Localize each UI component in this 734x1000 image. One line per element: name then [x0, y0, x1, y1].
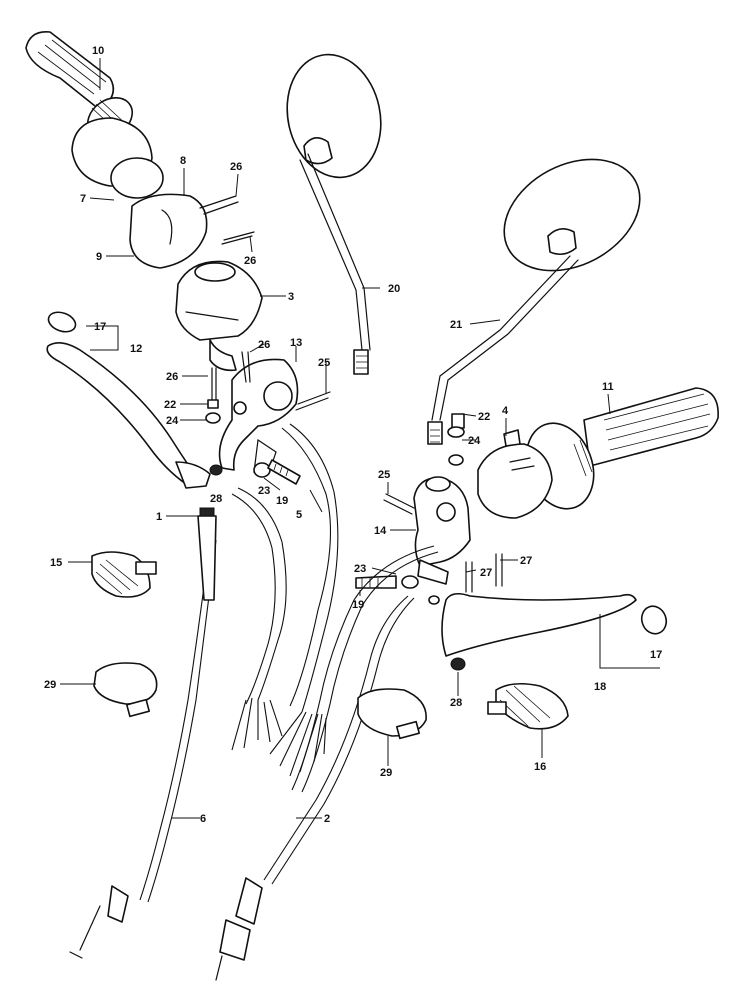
- callout-10: 10: [92, 45, 104, 57]
- left-switch-housing-part: [175, 260, 263, 372]
- callout-24-a: 24: [166, 415, 179, 427]
- clutch-lever-part: [46, 311, 211, 489]
- throttle-housing-part: [71, 117, 208, 269]
- callout-18: 18: [594, 681, 606, 693]
- bolt-19-left: [267, 459, 301, 485]
- callout-28-a: 28: [210, 493, 222, 505]
- callout-2: 2: [324, 813, 330, 825]
- cable-band-29-right: [357, 688, 427, 740]
- callout-26-b: 26: [244, 255, 256, 267]
- callout-3: 3: [288, 291, 294, 303]
- callout-13: 13: [290, 337, 302, 349]
- callout-15: 15: [50, 557, 62, 569]
- nut-28-right: [450, 657, 466, 671]
- callout-27-b: 27: [520, 555, 532, 567]
- callout-25-b: 25: [378, 469, 390, 481]
- callout-22-b: 22: [478, 411, 490, 423]
- callout-19-a: 19: [276, 495, 288, 507]
- washer-group-right: [447, 413, 465, 466]
- switch-unit-15: [91, 551, 157, 598]
- screw-25-right: [383, 493, 415, 515]
- brake-lever-part: [441, 592, 668, 657]
- cable-band-29-left: [93, 662, 158, 718]
- callout-16: 16: [534, 761, 546, 773]
- callout-20: 20: [388, 283, 400, 295]
- callout-labels: 10 7 8 9 26 26 3 17 12 26 13 25 26 22 24…: [44, 45, 662, 825]
- callout-8: 8: [180, 155, 186, 167]
- callout-4: 4: [502, 405, 509, 417]
- callout-22-a: 22: [164, 399, 176, 411]
- callout-6: 6: [200, 813, 206, 825]
- right-switch-housing-part: [477, 429, 553, 519]
- screw-27-group: [465, 553, 503, 593]
- clutch-lever-bracket-part: [218, 358, 299, 473]
- callout-23-a: 23: [258, 485, 270, 497]
- callout-14: 14: [374, 525, 387, 537]
- cable-6-ends: [69, 885, 129, 959]
- callout-29-b: 29: [380, 767, 392, 779]
- left-mirror-part: [286, 53, 382, 375]
- callout-26-c: 26: [258, 339, 270, 351]
- callout-17-a: 17: [94, 321, 106, 333]
- callout-9: 9: [96, 251, 102, 263]
- washer-group-left: [205, 399, 271, 478]
- callout-17-b: 17: [650, 649, 662, 661]
- callout-21: 21: [450, 319, 462, 331]
- screw-25-left: [295, 391, 331, 411]
- callout-11: 11: [602, 381, 614, 393]
- callout-12: 12: [130, 343, 142, 355]
- callout-19-b: 19: [352, 599, 364, 611]
- cable-1-adjuster: [197, 507, 217, 601]
- left-cables: [139, 423, 339, 903]
- leader-lines: [60, 58, 660, 819]
- callout-23-b: 23: [354, 563, 366, 575]
- switch-unit-16: [487, 682, 569, 730]
- callout-29-a: 29: [44, 679, 56, 691]
- brake-lever-bracket-part: [413, 476, 471, 585]
- callout-24-b: 24: [468, 435, 481, 447]
- callout-5: 5: [296, 509, 302, 521]
- bolt-19-right: [355, 575, 419, 589]
- callout-28-b: 28: [450, 697, 462, 709]
- callout-7: 7: [80, 193, 86, 205]
- right-cables: [215, 545, 440, 981]
- callout-26-a: 26: [230, 161, 242, 173]
- callout-27-a: 27: [480, 567, 492, 579]
- callout-26-d: 26: [166, 371, 178, 383]
- screw-26-lever: [211, 351, 251, 401]
- screw-26-upper: [199, 195, 255, 245]
- callout-25-a: 25: [318, 357, 330, 369]
- callout-1: 1: [156, 511, 162, 523]
- right-mirror-part: [427, 158, 641, 445]
